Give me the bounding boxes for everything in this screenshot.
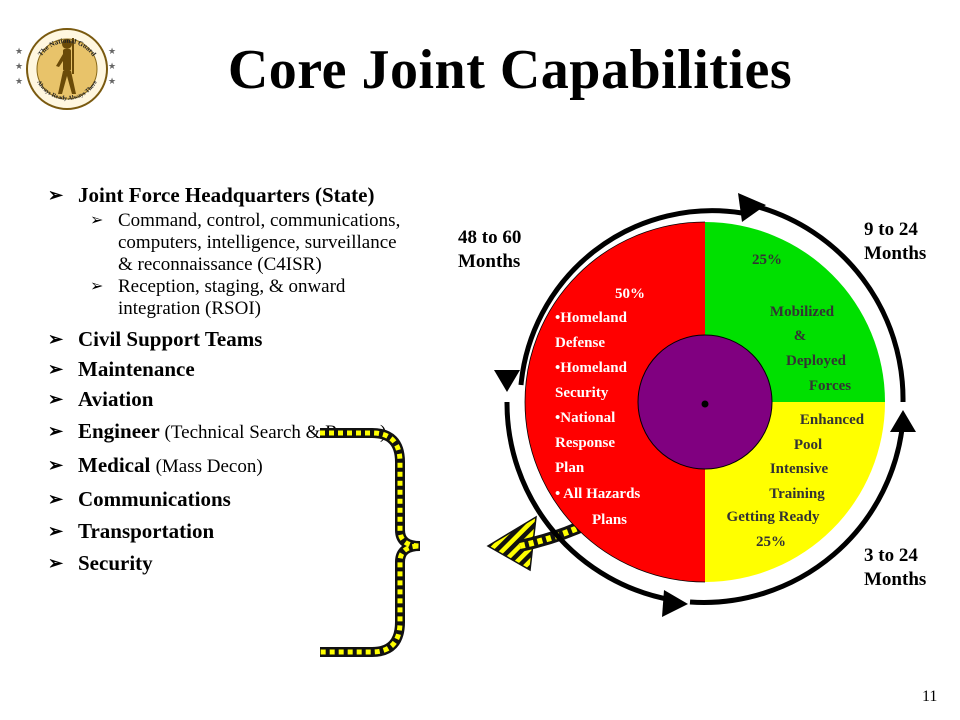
bracket-stripes [320,430,421,655]
capabilities-list: ➢ Joint Force Headquarters (State) ➢ Com… [46,182,406,576]
green-line: Mobilized [770,304,835,320]
page-number: 11 [922,688,938,705]
page-title: Core Joint Capabilities [227,39,793,101]
list-item: ➢ Communications [46,486,406,512]
period-top-left: 48 to 60 Months [458,226,521,274]
red-line: Plan [555,460,585,476]
arrow-bullet-icon: ➢ [48,521,64,541]
arrow-bullet-icon: ➢ [48,359,64,379]
center-dot [701,400,709,408]
red-line: Defense [555,335,605,351]
green-segment-text: 25% Mobilized & Deployed Forces [752,252,851,394]
red-line: Plans [592,512,627,528]
capabilities-bracket [320,428,421,657]
star-icon: ★ ★ ★ ★ ★ ★ [15,46,116,86]
yellow-line: Enhanced [800,412,865,428]
svg-text:★: ★ [15,76,23,86]
arrow-arc-top-left [518,208,743,386]
jfhq-sub-list: ➢ Command, control, communications, comp… [78,210,406,320]
green-line: & [794,328,807,344]
arrow-bullet-icon: ➢ [48,185,64,205]
period-bottom-right: 3 to 24 Months [864,544,926,592]
period-line: Months [864,243,927,264]
period-top-right: 9 to 24 Months [864,218,926,266]
cycle-arrows [504,203,906,605]
yellow-percent: 25% [756,534,786,550]
capability-communications: Communications [78,487,231,511]
capability-jfhq: Joint Force Headquarters (State) [78,183,375,207]
arrow-head-icon [890,410,916,432]
yellow-line: Training [769,486,825,502]
svg-text:★: ★ [15,46,23,56]
capability-cst: Civil Support Teams [78,327,263,351]
red-segment-text: 50% •Homeland Defense •Homeland Security… [555,286,645,528]
red-percent: 50% [615,286,645,302]
list-item: ➢ Aviation [46,386,406,412]
svg-text:★: ★ [15,61,23,71]
arrow-head-icon [738,193,766,222]
list-item: ➢ Joint Force Headquarters (State) ➢ Com… [46,182,406,320]
yellow-line: Intensive [770,461,829,477]
red-line: Response [555,435,615,451]
capability-c4isr: Command, control, communications, comput… [118,210,401,275]
capability-maintenance: Maintenance [78,357,195,381]
period-line: Months [458,251,521,272]
arrow-bullet-icon: ➢ [90,278,104,295]
red-line: • All Hazards [555,486,640,502]
arrow-bullet-icon: ➢ [48,421,64,441]
list-item: ➢ Transportation [46,518,406,544]
green-line: Deployed [786,353,847,369]
green-line: Forces [809,378,851,394]
red-segment [525,222,705,582]
cycle-arrowheads [494,193,916,617]
yellow-line: Getting Ready [727,509,820,525]
green-percent: 25% [752,252,782,268]
capability-medical: Medical [78,453,151,477]
arrow-bullet-icon: ➢ [90,212,104,229]
red-line: •Homeland [555,310,628,326]
capability-transportation: Transportation [78,519,215,543]
capability-security: Security [78,551,153,575]
svg-text:★: ★ [108,46,116,56]
svg-text:★: ★ [108,76,116,86]
pie-outline [524,221,706,583]
list-item: ➢ Reception, staging, & onward integrati… [78,276,406,320]
red-line: •Homeland [555,360,628,376]
capability-aviation: Aviation [78,387,154,411]
national-guard-logo: The National Guard Always Ready Always T… [15,28,116,110]
arrow-bullet-icon: ➢ [48,489,64,509]
capability-engineer: Engineer [78,419,160,443]
list-item: ➢ Maintenance [46,356,406,382]
arrow-bullet-icon: ➢ [48,553,64,573]
period-line: 9 to 24 [864,219,918,240]
red-line: •National [555,410,615,426]
capability-rsoi: Reception, staging, & onward integration… [118,276,346,319]
period-line: 48 to 60 [458,227,522,248]
arrow-bullet-icon: ➢ [48,329,64,349]
arrow-head-icon [662,590,688,617]
red-line: Security [555,385,609,401]
arrow-bullet-icon: ➢ [48,389,64,409]
list-item: ➢ Command, control, communications, comp… [78,210,406,276]
yellow-line: Pool [794,437,822,453]
list-item: ➢ Security [46,550,406,576]
svg-text:★: ★ [108,61,116,71]
period-line: 3 to 24 [864,545,918,566]
medical-note: (Mass Decon) [155,456,263,477]
minuteman-icon [56,38,76,94]
arrow-bullet-icon: ➢ [48,455,64,475]
yellow-segment-text: Enhanced Pool Intensive Training Getting… [727,412,865,550]
arrow-head-icon [494,370,520,392]
period-line: Months [864,569,927,590]
list-item: ➢ Civil Support Teams [46,326,406,352]
list-item: ➢ Medical (Mass Decon) [46,452,406,480]
